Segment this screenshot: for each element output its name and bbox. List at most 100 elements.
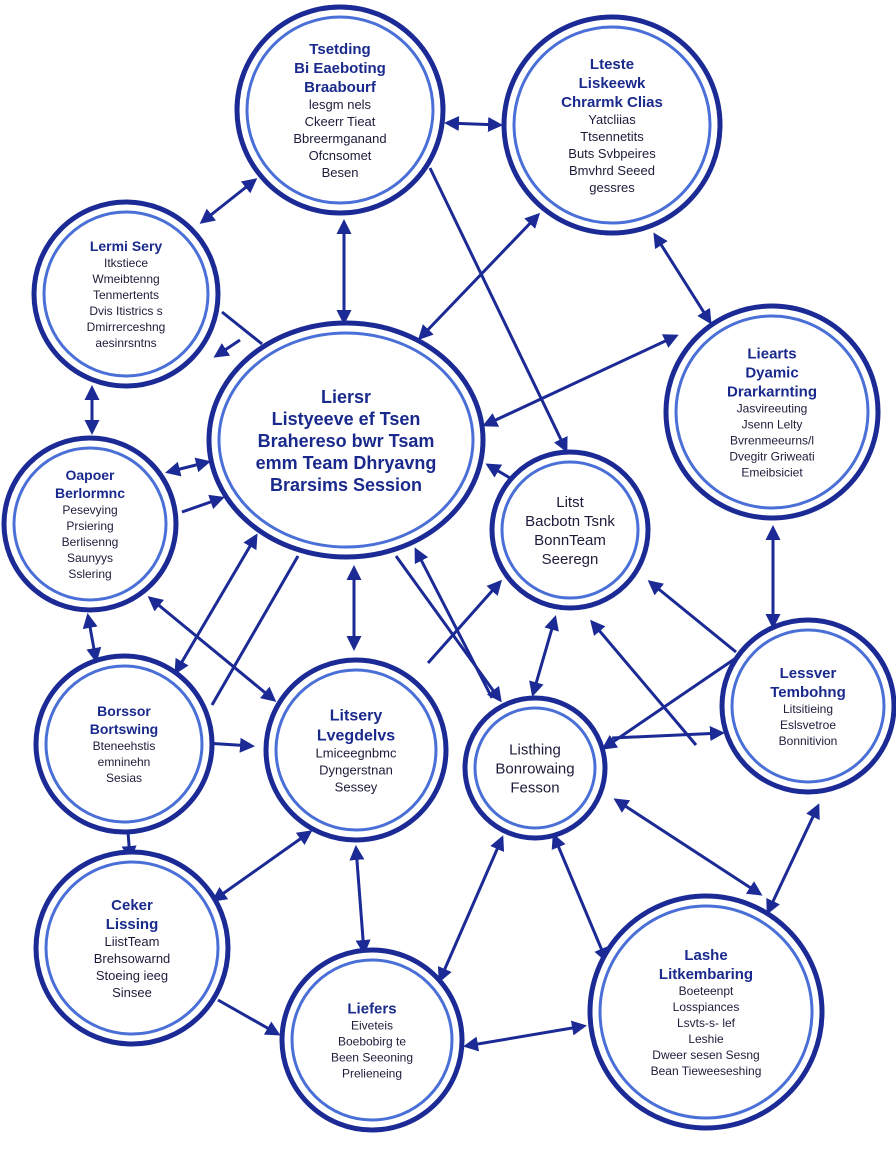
node-body-line: Dvis Itistrics s [89, 304, 162, 318]
node-title-line: Liefers [347, 1001, 396, 1018]
node-outer-ring [279, 947, 465, 1133]
node-outer-ring [1, 435, 179, 613]
node-title-line: Brarsims Session [270, 475, 422, 495]
node-body-line: Sslering [68, 567, 111, 581]
edge-n4-n5 [482, 334, 679, 427]
node-n6: OapoerBerlormncPesevyingPrsieringBerlise… [1, 435, 179, 613]
node-inner-ring [12, 446, 168, 602]
node-body-line: Bteneehstis [93, 739, 156, 753]
edge-n10-n12 [211, 830, 313, 902]
node-n3: Lermi SeryItkstieceWmeibtenngTenmertents… [31, 199, 221, 389]
node-title-line: Lermi Sery [90, 238, 163, 254]
node-body-line: Prelieneing [342, 1067, 402, 1081]
node-outer-ring [462, 695, 608, 841]
node-title-line: Lteste [590, 56, 634, 73]
node-n5: LieartsDyamicDrarkarntingJasvireeutingJs… [663, 303, 881, 521]
node-body-line: Bacbotn Tsnk [525, 513, 615, 530]
node-title-line: Litkembaring [659, 966, 753, 983]
node-body-line: Been Seeoning [331, 1051, 413, 1065]
node-title-line: Liersr [321, 387, 371, 407]
node-inner-ring [274, 668, 438, 832]
node-inner-ring [730, 628, 886, 784]
edge-n8-n14 [766, 803, 820, 915]
node-body-line: Yatcliias [588, 112, 636, 127]
node-body-line: lesgm nels [309, 97, 372, 112]
node-body-line: Berlisenng [62, 535, 119, 549]
edge-n2-n4 [417, 212, 541, 341]
edge-n13-n14 [463, 1020, 587, 1052]
node-body-line: Sessey [335, 780, 378, 795]
node-outer-ring [206, 320, 486, 560]
node-outer-ring [234, 4, 446, 216]
node-body-line: Jasvireeuting [737, 402, 808, 416]
node-body-line: Dyngerstnan [319, 763, 393, 778]
node-body-line: BonnTeam [534, 532, 606, 549]
node-body-line: Leshie [688, 1032, 724, 1046]
node-outer-ring [33, 849, 231, 1047]
edge-n11-n4 [414, 547, 494, 699]
node-title-line: Lessver [780, 665, 837, 682]
node-body-line: Bmvhrd Seeed [569, 163, 655, 178]
node-title-line: Listyeeve ef Tsen [272, 409, 421, 429]
node-body-line: Emeibsiciet [741, 466, 803, 480]
node-body-line: Listhing [509, 742, 561, 759]
edge-n7-n11 [529, 615, 559, 697]
node-title-line: Oapoer [65, 467, 115, 483]
node-body-line: Itkstiece [104, 256, 148, 270]
node-title-line: Lashe [684, 947, 727, 964]
edge-n4-n11 [394, 555, 502, 703]
edge-n6-n10 [147, 596, 277, 702]
node-body-line: Eiveteis [351, 1019, 393, 1033]
edge-n2-n5 [653, 232, 712, 325]
edge-n10-n13 [349, 845, 371, 955]
node-body-line: Boebobirg te [338, 1035, 406, 1049]
node-title-line: Borssor [97, 703, 151, 719]
node-body-line: aesinrsntns [95, 336, 156, 350]
node-title-line: Bi Eaeboting [294, 60, 386, 77]
edge-n1-n3 [199, 178, 258, 224]
edge-n6-n4 [181, 494, 225, 514]
node-title-line: Brahereso bwr Tsam [258, 431, 435, 451]
node-n8: LessverTembohngLitsitieingEslsvetroeBonn… [719, 617, 896, 795]
edge-n12-n13 [217, 998, 281, 1036]
node-title-line: Lissing [106, 916, 159, 933]
node-title-line: Tsetding [309, 41, 370, 58]
node-title-line: Tembohng [770, 684, 846, 701]
node-body-line: Sesias [106, 771, 142, 785]
node-body-line: Buts Svbpeires [568, 146, 656, 161]
edge-n4-n6 [165, 457, 211, 477]
node-body-line: Saunyys [67, 551, 113, 565]
node-body-line: Wmeibtenng [92, 272, 159, 286]
node-inner-ring [42, 210, 210, 378]
node-title-line: emm Team Dhryavng [256, 453, 437, 473]
node-body-line: Pesevying [62, 503, 117, 517]
node-body-line: Dweer sesen Sesng [652, 1048, 759, 1062]
node-body-line: Dvegitr Griweati [729, 450, 814, 464]
node-body-line: Brehsowarnd [94, 951, 171, 966]
edge-n11-n14-b [613, 798, 763, 896]
edge-n11-n13 [437, 835, 505, 983]
node-inner-ring [500, 460, 640, 600]
edge-n8-n11 [601, 656, 737, 750]
node-outer-ring [489, 449, 651, 611]
node-inner-ring [512, 25, 712, 225]
node-body-line: Ckeerr Tieat [305, 114, 376, 129]
node-body-line: Losspiances [673, 1000, 740, 1014]
node-outer-ring [663, 303, 881, 521]
node-title-line: Drarkarnting [727, 384, 817, 401]
node-body-line: Tenmertents [93, 288, 159, 302]
node-outer-ring [587, 893, 825, 1131]
node-body-line: Litsitieing [783, 702, 833, 716]
edge-n3-n4-arrow [213, 338, 241, 358]
node-inner-ring [44, 664, 204, 824]
edge-n7-n8 [647, 580, 737, 654]
node-inner-ring [245, 15, 435, 205]
node-n10: LitseryLvegdelvsLmiceegnbmcDyngerstnanSe… [263, 657, 449, 843]
node-body-line: LiistTeam [105, 934, 160, 949]
